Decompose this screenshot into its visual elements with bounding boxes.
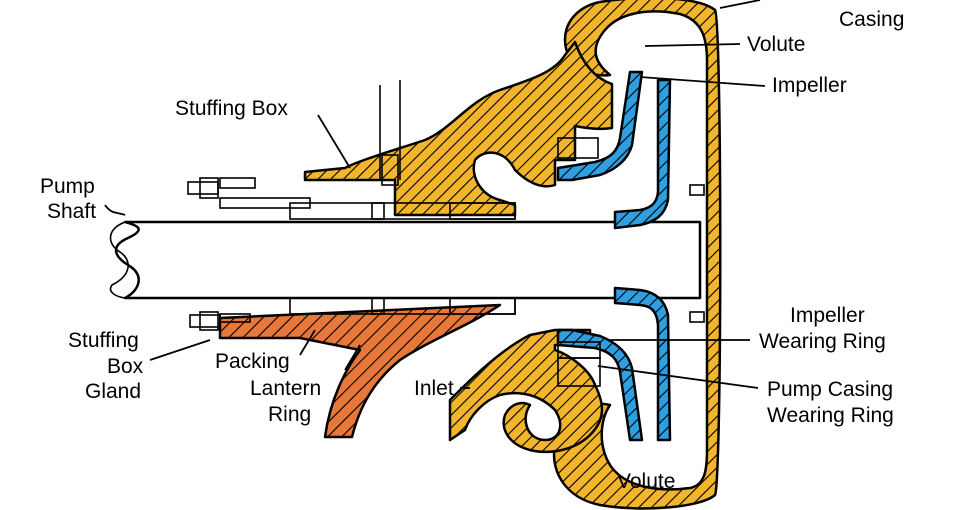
label-casing-wearing-ring-1: Pump Casing (767, 378, 893, 401)
label-impeller-wearing-ring-1: Impeller (790, 304, 865, 327)
packing-upper (289, 202, 516, 220)
label-gland-2: Box (107, 355, 144, 378)
label-lantern-ring-2: Ring (268, 403, 311, 426)
impeller (556, 70, 672, 442)
label-pump-shaft-1: Pump (40, 175, 95, 198)
label-impeller: Impeller (772, 74, 847, 97)
stuffing-box-housing (303, 40, 614, 217)
stuffing-box-gland (189, 303, 502, 439)
label-impeller-wearing-ring-2: Wearing Ring (759, 330, 886, 353)
packing-lower (289, 297, 516, 315)
labels: Casing Volute Impeller Stuffing Box Pump… (40, 8, 904, 493)
label-volute-bottom: Volute (617, 470, 675, 493)
label-gland-1: Stuffing (68, 329, 139, 352)
pump-shaft (109, 220, 702, 300)
label-inlet: Inlet (414, 377, 454, 400)
leader-lines (104, 0, 766, 389)
label-casing: Casing (839, 8, 904, 31)
label-pump-shaft-2: Shaft (47, 200, 96, 223)
inlet-casing (448, 328, 604, 454)
label-casing-wearing-ring-2: Wearing Ring (767, 404, 894, 427)
label-volute-top: Volute (747, 33, 805, 56)
pump-casing-wearing-ring (557, 357, 601, 387)
label-lantern-ring-1: Lantern (250, 377, 321, 400)
label-packing: Packing (215, 350, 290, 373)
label-stuffing-box: Stuffing Box (175, 97, 288, 120)
label-gland-3: Gland (85, 380, 141, 403)
